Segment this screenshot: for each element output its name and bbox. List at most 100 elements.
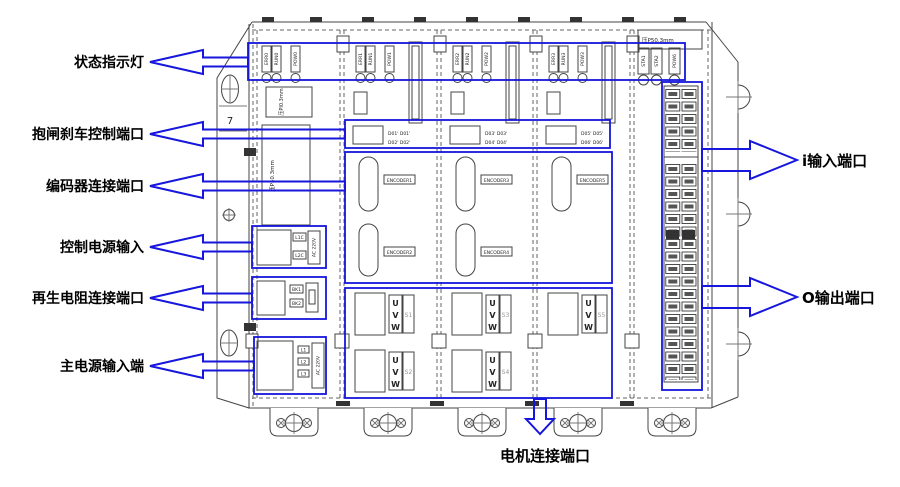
encoder-label: ENCODER1 [387,178,412,184]
mounting-feet [269,408,697,437]
terminal-label: L2 [301,360,307,366]
main-power-connector: L1 L2 L3 AC 220V [256,340,325,391]
encoder-label: ENCODER2 [387,250,412,256]
power-module: ERR0 RUN0 POW0 压PI0.3mm 压P50.3mm L1C L2C… [256,45,325,391]
annotation-arrows [149,48,800,436]
led-label: RUN0 [274,52,280,65]
power-note-large: 压P50.3mm [261,124,311,226]
callout-labels: 状态指示灯 抱闸刹车控制端口 编码器连接端口 控制电源输入 再生电阻连接端口 主… [32,54,875,465]
mount-hook-mid-icon [726,198,752,230]
left-flange: 7 [216,21,256,409]
encoder-label: ENCODER5 [580,178,605,184]
motor-id: S1 [405,312,413,319]
led-label: POW1 [387,52,393,66]
axis3-status-leds: ERR3 RUN3 POW3 [548,45,588,83]
label-status-leds: 状态指示灯 [74,54,144,71]
axis3-encoder-1: ENCODER5 [551,156,609,212]
right-flange [705,21,752,409]
note-text: 压PI0.3mm [279,88,285,115]
motor-ports-highlight-box [344,287,613,399]
axis2-brake-port: D03' D03' D04' D04' [449,125,507,146]
output-port-arrow-icon [701,276,800,318]
note-text: 压P50.3mm [642,37,674,44]
led-label: ERR1 [358,53,364,65]
phase-label: U [489,356,496,365]
led-label: POW0 [293,52,299,66]
axis1-motor-2: U V W S2 [354,349,415,393]
axis-module-3: ERR3 RUN3 POW3 D05' D05' D06' D06' ENCOD… [545,41,616,336]
axis1-status-leds: ERR1 RUN1 POW1 [355,45,395,83]
phase-label: V [392,368,399,377]
regen-resistor-connector: BK1 BK2 [256,280,319,316]
label-brake-port: 抱闸刹车控制端口 [32,126,144,143]
terminal-label: BK1 [292,287,301,293]
foot [553,408,603,437]
flange-slot-top-icon [221,74,239,104]
led-label: POW2 [484,52,490,66]
phase-label: W [391,380,400,389]
flange-slot-bottom-icon [220,329,238,357]
foot [363,408,413,437]
input-port-arrow-icon [701,139,800,181]
phase-label: U [392,356,399,365]
flange-hole-mid-icon [222,208,236,222]
phase-label: U [585,299,592,308]
dimension-label: 7 [227,116,233,127]
motor-id: S4 [502,369,510,376]
axis-module-1: ERR1 RUN1 POW1 D01' D01' D02' D02' ENCOD… [352,41,423,393]
led-label: ERR0 [264,53,270,65]
mount-hook-top-icon [726,81,752,113]
label-main-power: 主电源输入端 [60,358,144,375]
axis1-brake-port: D01' D01' D02' D02' [352,125,410,146]
phase-label: W [584,323,593,332]
led-label: ERR3 [551,53,557,65]
foot [269,408,319,437]
chassis: 7 [216,17,752,437]
foot [647,408,697,437]
encoder-ports-highlight-box [344,151,613,284]
led-label: POW6 [672,54,678,68]
control-power-connector: L1C L2C AC 220V [256,229,321,266]
label-encoder-port: 编码器连接端口 [46,178,144,195]
power-note-small: 压PI0.3mm [265,86,313,118]
io-module: 压P50.3mm STA1 STA2 POW6 [637,29,703,383]
label-input-port: i输入端口 [802,152,867,170]
dimension-7: 7 [219,105,247,132]
phase-label: U [489,299,496,308]
led-label: RUN1 [368,52,374,65]
regen-arrow-icon [149,284,253,312]
terminal-label: L1 [301,348,307,354]
axis2-status-leds: ERR2 RUN2 POW2 [452,45,492,83]
foot [457,408,507,437]
led-label: ERR2 [455,53,461,65]
encoder-label: ENCODER3 [484,178,509,184]
top-tabs [262,17,686,22]
brake-port-label: D05' D05' [581,131,603,137]
phase-label: V [392,311,399,320]
main-power-highlight-box [253,336,327,395]
mount-hook-bottom-icon [726,328,752,360]
control-power-arrow-icon [149,233,253,261]
led-label: RUN2 [465,52,471,65]
led-label: STA1 [641,55,647,67]
axis2-motor-1: U V W S3 [451,292,512,336]
phase-label: U [392,299,399,308]
terminal-label: L2C [295,253,304,259]
status-arrow-icon [149,48,249,76]
axis3-brake-port: D05' D05' D06' D06' [545,125,603,146]
io-note: 压P50.3mm [637,29,703,50]
bottom-tabs [336,401,634,406]
main-power-arrow-icon [149,352,255,380]
brake-port-label: D01' D01' [388,131,410,137]
encoder-arrow-icon [149,172,346,200]
label-motor-port: 电机连接端口 [500,447,590,465]
brake-arrow-icon [149,120,346,148]
phase-label: W [488,323,497,332]
module-separators [256,30,635,398]
motor-id: S5 [598,312,606,319]
phase-label: V [489,311,496,320]
axis2-encoder-1: ENCODER3 [455,156,513,212]
terminal-label: L1C [295,235,304,241]
motor-id: S2 [405,369,413,376]
phase-label: V [489,368,496,377]
